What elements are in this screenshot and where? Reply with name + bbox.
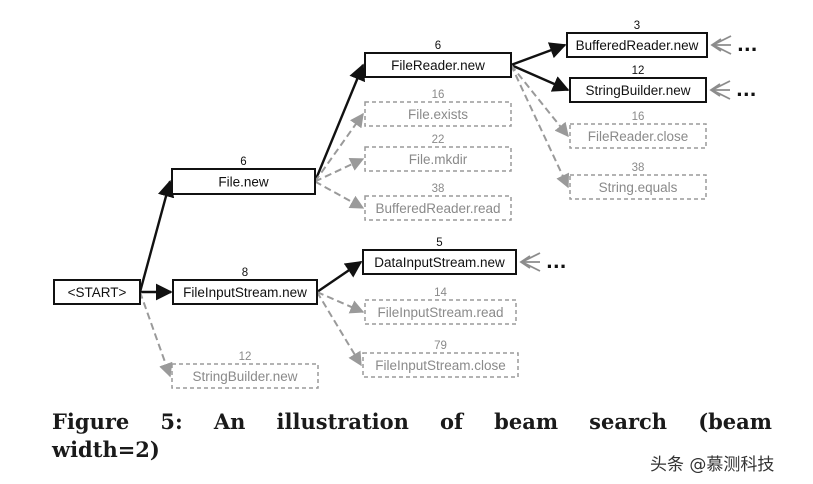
node-score-file_mkdir: 22: [432, 134, 445, 146]
edge-file_new-to-fr_new: [313, 63, 366, 182]
node-box-fis_new: [172, 279, 318, 305]
edge-fis_new-to-fis_close: [316, 291, 362, 367]
node-start: <START>: [53, 279, 141, 305]
node-label-fis_new: FileInputStream.new: [183, 285, 307, 300]
node-fis_read: FileInputStream.read 14: [364, 287, 517, 325]
node-sb_new: StringBuilder.new 12: [569, 65, 707, 103]
node-box-sb_new: [569, 77, 707, 103]
node-score-sb_new_root: 12: [239, 351, 252, 363]
node-score-br_read: 38: [432, 183, 445, 195]
node-label-fis_read: FileInputStream.read: [377, 305, 503, 320]
node-score-fr_close: 16: [632, 111, 645, 123]
node-file_mkdir: File.mkdir 22: [364, 134, 512, 172]
edge-fr_new-to-fr_close: [510, 64, 569, 138]
node-file_new: File.new 6: [171, 156, 316, 195]
node-score-fr_new: 6: [435, 40, 441, 52]
edge-file_new-to-file_exists: [314, 112, 364, 183]
caption-line-2: width=2): [52, 437, 160, 462]
node-label-start: <START>: [68, 285, 127, 300]
node-box-file_exists: [364, 101, 512, 127]
node-label-fr_close: FileReader.close: [588, 129, 689, 144]
node-score-fis_new: 8: [242, 267, 248, 279]
node-dis_new: DataInputStream.new 5: [362, 237, 517, 275]
continuation-arrows-br_new: [710, 35, 732, 55]
node-label-file_new: File.new: [218, 175, 269, 190]
node-br_new: BufferedReader.new 3: [566, 20, 708, 58]
node-score-file_exists: 16: [432, 89, 445, 101]
ellipsis-dis_new: ...: [546, 252, 567, 273]
edge-file_new-to-file_mkdir: [314, 158, 365, 183]
node-sb_new_root: StringBuilder.new 12: [171, 351, 319, 389]
node-score-fis_read: 14: [434, 287, 447, 299]
node-label-dis_new: DataInputStream.new: [374, 255, 505, 270]
continuation-arrows-sb_new: [709, 80, 731, 100]
ellipsis-sb_new: ...: [736, 80, 757, 101]
node-label-file_exists: File.exists: [408, 107, 468, 122]
node-box-br_new: [566, 32, 708, 58]
node-box-file_new: [171, 168, 316, 195]
node-box-fr_new: [364, 52, 512, 78]
node-fr_close: FileReader.close 16: [569, 111, 707, 149]
node-label-sb_new_root: StringBuilder.new: [192, 369, 297, 384]
node-file_exists: File.exists 16: [364, 89, 512, 127]
node-label-sb_new: StringBuilder.new: [585, 83, 690, 98]
ellipsis-br_new: ...: [737, 35, 758, 56]
node-fr_new: FileReader.new 6: [364, 40, 512, 78]
node-box-fis_read: [364, 299, 517, 325]
node-br_read: BufferedReader.read 38: [364, 183, 512, 221]
node-score-sb_new: 12: [632, 65, 645, 77]
continuation-arrows-dis_new: [519, 252, 541, 272]
figure-caption: Figure 5: An illustration of beam search…: [52, 408, 772, 464]
node-score-dis_new: 5: [436, 237, 442, 249]
watermark: 头条 @慕测科技: [650, 455, 775, 475]
caption-line-1: Figure 5: An illustration of beam search…: [52, 409, 772, 434]
node-label-br_new: BufferedReader.new: [576, 38, 699, 53]
node-fis_close: FileInputStream.close 79: [362, 340, 519, 378]
edge-start-to-sb_new_root: [139, 291, 173, 378]
node-label-file_mkdir: File.mkdir: [409, 152, 468, 167]
edge-fr_new-to-sb_new: [510, 63, 570, 92]
node-box-fis_close: [362, 352, 519, 378]
edge-file_new-to-br_read: [314, 180, 365, 209]
node-label-br_read: BufferedReader.read: [375, 201, 500, 216]
edge-start-to-file_new: [138, 179, 175, 293]
node-str_equals: String.equals 38: [569, 162, 707, 200]
edge-fis_new-to-fis_read: [316, 291, 365, 314]
node-label-str_equals: String.equals: [599, 180, 678, 195]
edge-fr_new-to-br_new: [510, 42, 567, 67]
node-box-sb_new_root: [171, 363, 319, 389]
node-score-file_new: 6: [240, 156, 246, 168]
node-label-fis_close: FileInputStream.close: [375, 358, 506, 373]
node-box-start: [53, 279, 141, 305]
node-score-br_new: 3: [634, 20, 640, 32]
node-box-br_read: [364, 195, 512, 221]
edge-fis_new-to-dis_new: [316, 261, 363, 293]
node-label-fr_new: FileReader.new: [391, 58, 485, 73]
node-box-file_mkdir: [364, 146, 512, 172]
beam-search-diagram: ......... <START> File.new 6FileInputStrea…: [53, 20, 758, 389]
node-fis_new: FileInputStream.new 8: [172, 267, 318, 305]
node-score-str_equals: 38: [632, 162, 645, 174]
edge-fr_new-to-str_equals: [510, 64, 570, 189]
node-box-str_equals: [569, 174, 707, 200]
node-box-dis_new: [362, 249, 517, 275]
node-box-fr_close: [569, 123, 707, 149]
node-score-fis_close: 79: [434, 340, 447, 352]
